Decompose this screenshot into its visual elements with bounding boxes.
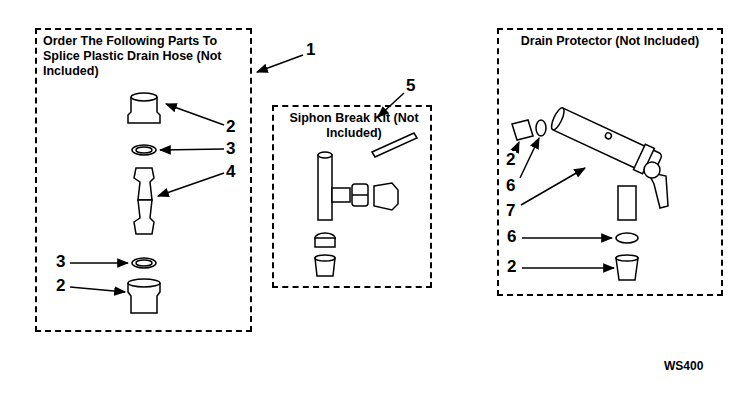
outlet-cap-top xyxy=(616,255,638,261)
washer xyxy=(616,233,638,243)
protector-tube-end xyxy=(549,106,566,131)
clamp-ring xyxy=(132,145,156,155)
end-cap xyxy=(512,120,533,140)
callout-number: 2 xyxy=(225,118,236,136)
clamp-ring-inner xyxy=(136,147,152,153)
callout-number: 5 xyxy=(405,77,416,95)
tee-branch xyxy=(332,188,350,202)
hose-fitting-top xyxy=(128,279,160,287)
callout-number: 4 xyxy=(225,163,236,181)
clamp-ring-inner xyxy=(136,260,152,266)
outlet xyxy=(618,186,636,220)
callout-number: 2 xyxy=(55,277,66,295)
hex-nut-lower-body xyxy=(315,238,335,247)
splice-parts xyxy=(128,93,160,313)
callout-number: 3 xyxy=(225,140,236,158)
leader-line xyxy=(166,104,224,125)
leader-lines xyxy=(70,55,614,292)
leader-line xyxy=(257,55,303,72)
hose-connector xyxy=(134,168,154,200)
callout-number: 7 xyxy=(505,202,516,220)
hex-nut xyxy=(352,184,368,206)
callout-number: 6 xyxy=(505,177,516,195)
end-cap xyxy=(374,183,398,210)
leader-line xyxy=(521,168,585,205)
leader-line xyxy=(70,287,125,292)
hose-fitting-top xyxy=(131,93,157,101)
leader-line xyxy=(160,149,224,150)
leader-line xyxy=(158,173,224,196)
washer xyxy=(536,120,546,136)
hose-connector-lower xyxy=(134,200,154,234)
tee-tube xyxy=(318,155,332,220)
drain-protector-parts xyxy=(512,104,668,280)
siphon-break-parts xyxy=(315,133,417,276)
callout-number: 2 xyxy=(505,151,516,169)
lever-pivot xyxy=(644,162,660,178)
group-heading: Siphon Break Kit (Not Included) xyxy=(274,107,434,145)
group-heading: Drain Protector (Not Included) xyxy=(509,30,711,53)
nut-flat xyxy=(352,194,368,196)
callout-number: 6 xyxy=(506,228,517,246)
callout-number: 3 xyxy=(55,253,66,271)
leader-line xyxy=(520,138,539,178)
tee-tube-top xyxy=(318,152,332,158)
leader-line xyxy=(515,142,519,151)
callout-number: 1 xyxy=(305,41,316,59)
group-heading: Order The Following Parts To Splice Plas… xyxy=(37,30,239,83)
dashed-group-box: Order The Following Parts To Splice Plas… xyxy=(35,28,252,332)
drawing-code: WS400 xyxy=(663,357,704,375)
leader-line xyxy=(70,262,128,264)
port xyxy=(604,132,612,140)
protector-body xyxy=(548,104,663,178)
leader-line xyxy=(522,267,614,269)
clamp-ring xyxy=(132,258,156,268)
callout-number: 2 xyxy=(506,258,517,276)
dashed-group-box: Drain Protector (Not Included) xyxy=(497,28,723,296)
dashed-group-box: Siphon Break Kit (Not Included) xyxy=(272,105,432,288)
bottom-cap-top xyxy=(315,255,335,261)
leader-line xyxy=(522,237,612,239)
